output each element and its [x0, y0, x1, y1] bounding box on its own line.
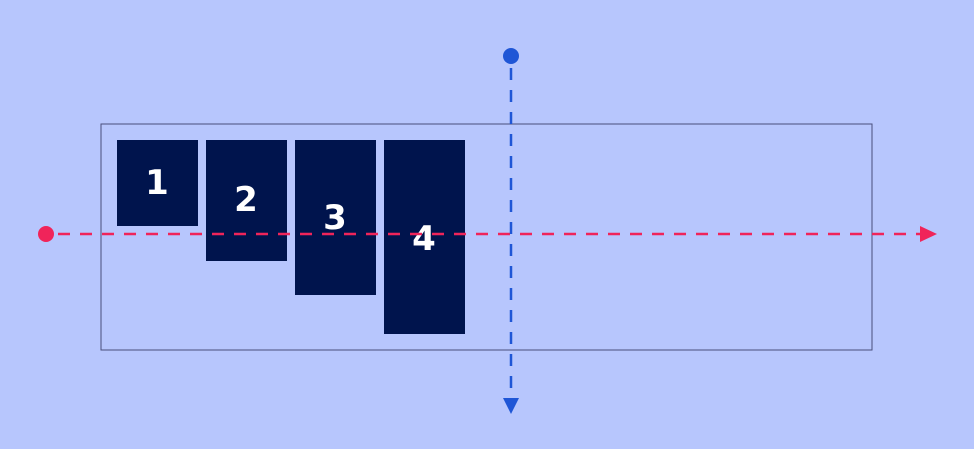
main-axis-arrowhead	[920, 226, 937, 242]
flex-item-2: 2	[206, 140, 287, 261]
flex-item-2-box	[206, 140, 287, 261]
flex-item-4-label: 4	[412, 219, 436, 259]
flex-item-1-label: 1	[145, 163, 169, 203]
flex-item-3-label: 3	[323, 198, 347, 238]
flex-container	[100, 123, 873, 351]
flex-item-1-box	[117, 140, 198, 226]
flex-item-3: 3	[295, 140, 376, 295]
cross-axis	[503, 48, 519, 414]
flex-item-1: 1	[117, 140, 198, 226]
main-axis-start-dot	[38, 226, 54, 242]
main-axis	[38, 226, 937, 242]
flex-item-3-box	[295, 140, 376, 295]
flex-item-2-label: 2	[234, 180, 258, 220]
cross-axis-start-dot	[503, 48, 519, 64]
flex-item-4-box	[384, 140, 465, 334]
cross-axis-arrowhead	[503, 398, 519, 414]
flex-item-4: 4	[384, 140, 465, 334]
